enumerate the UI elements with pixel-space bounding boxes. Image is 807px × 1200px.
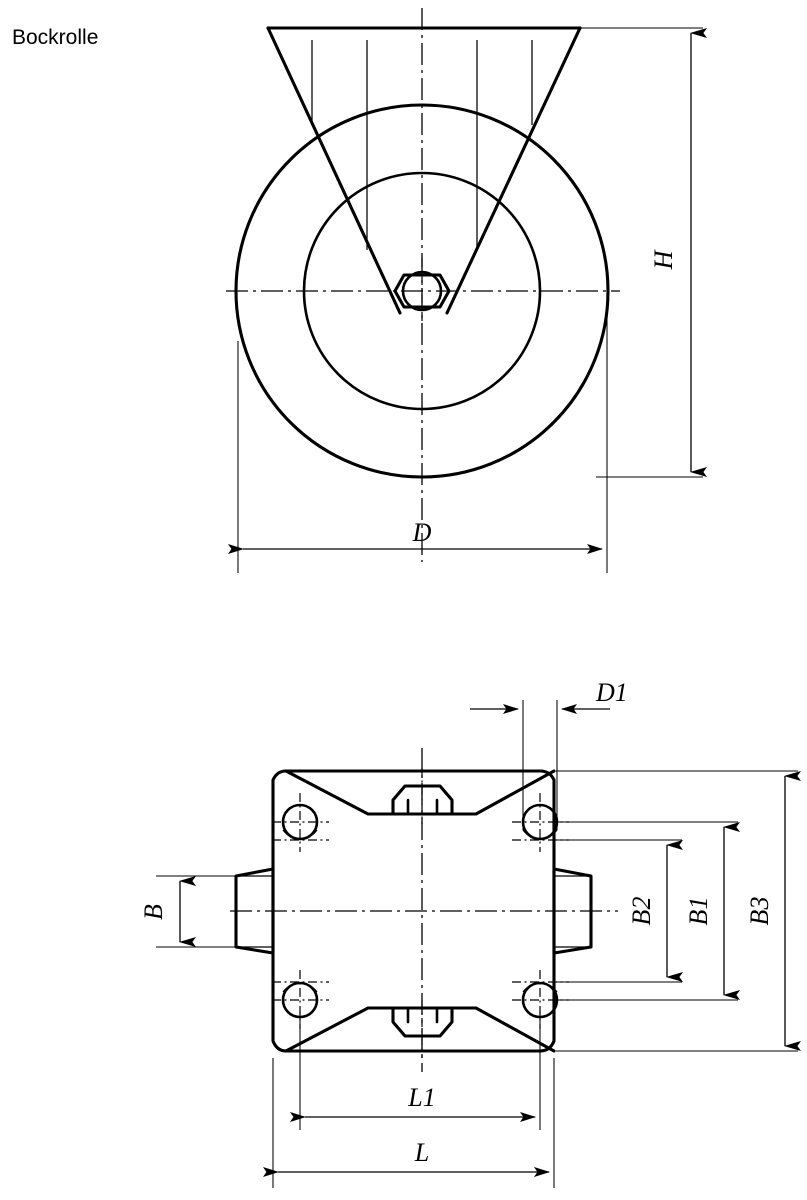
dimension-D1: D1 bbox=[470, 678, 628, 830]
plate-waist-bottom bbox=[284, 1006, 556, 1053]
top-view-group: D1 B B2 B1 bbox=[139, 678, 801, 1188]
bolt-hole-top-left-counterbore bbox=[282, 829, 318, 840]
dimension-B-label: B bbox=[139, 904, 168, 920]
center-nut-top bbox=[391, 768, 454, 824]
dimension-B1-label: B1 bbox=[684, 897, 713, 926]
center-nut-bottom bbox=[391, 1000, 454, 1058]
center-nut-bottom-body bbox=[391, 1006, 454, 1038]
axle-cap-right-body bbox=[552, 867, 593, 955]
dimension-L-label: L bbox=[414, 1138, 429, 1167]
hub-hex-nut bbox=[393, 273, 451, 309]
dimension-D-label: D bbox=[412, 518, 432, 547]
axle-cap-right bbox=[552, 867, 593, 955]
drawing-title: Bockrolle bbox=[12, 26, 99, 49]
dimension-D: D bbox=[228, 275, 608, 573]
dimension-B2-label: B2 bbox=[627, 897, 656, 926]
dimension-B3-label: B3 bbox=[745, 897, 774, 926]
dimension-B2: B2 bbox=[548, 839, 683, 983]
dimension-L1-label: L1 bbox=[407, 1083, 435, 1112]
bolt-hole-top-left bbox=[272, 793, 329, 852]
fork-right-leg bbox=[445, 26, 582, 315]
bolt-hole-top-right-counterbore bbox=[522, 829, 558, 840]
dimension-L1: L1 bbox=[290, 1010, 541, 1130]
front-view-group: H D bbox=[226, 8, 707, 573]
wheel-outer-circle bbox=[234, 103, 610, 479]
plate-waist-top bbox=[284, 769, 556, 816]
wheel-rim-circle bbox=[302, 171, 542, 411]
dimension-H-label: H bbox=[649, 249, 678, 270]
dimension-D1-label: D1 bbox=[595, 678, 628, 707]
dimension-B: B bbox=[139, 875, 246, 948]
dimension-B3: B3 bbox=[556, 770, 801, 1052]
center-nut-top-body bbox=[391, 784, 454, 816]
dimension-H: H bbox=[580, 27, 707, 478]
axle-cap-left-body bbox=[234, 867, 275, 955]
fork-left-leg bbox=[266, 26, 402, 315]
dimension-L: L bbox=[263, 1058, 555, 1188]
dimension-B1: B1 bbox=[548, 821, 740, 1001]
